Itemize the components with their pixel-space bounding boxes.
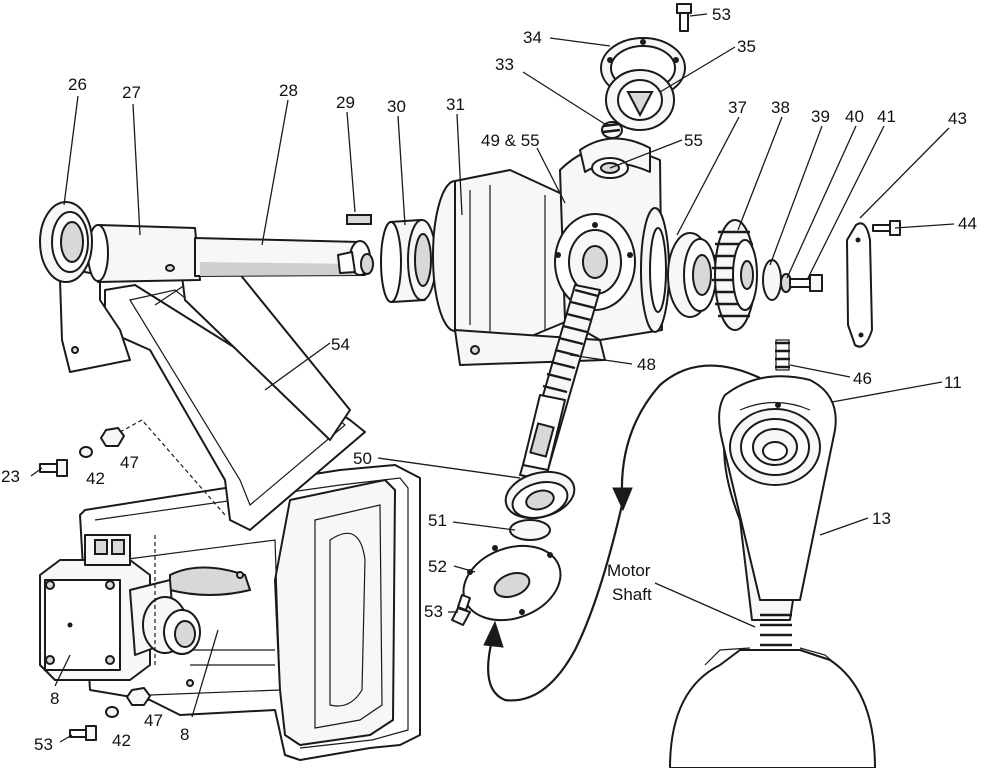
callout-47-a: 47 [120,453,139,472]
callout-44: 44 [958,214,977,233]
callout-11: 11 [944,373,962,392]
belt-routing-arrows [483,364,761,702]
callout-53-mid: 53 [424,602,443,621]
callout-53-bot: 53 [34,735,53,754]
callout-47-b: 47 [144,711,163,730]
callout-23: 23 [1,467,20,486]
leader-lines [30,13,955,743]
callout-55: 55 [684,131,703,150]
washer-51 [509,519,551,541]
drive-shaft [87,224,374,283]
washer-42-a [79,446,93,458]
bolt-23 [39,459,68,477]
washer-42-b [105,706,119,718]
gear-housing-31 [432,137,670,366]
oil-seal-26 [39,201,93,283]
callout-8-left: 8 [50,689,59,708]
callout-40: 40 [845,107,864,126]
bolt-41 [789,274,823,292]
callout-30: 30 [387,97,406,116]
callout-37: 37 [728,98,747,117]
motor-shaft-label-line1: Motor [607,561,651,580]
callout-41: 41 [877,107,896,126]
bolt-53-mid [451,594,471,626]
nut-47-a [100,427,125,447]
motor-shaft-label-line2: Shaft [612,585,652,604]
callout-51: 51 [428,511,447,530]
callout-50: 50 [353,449,372,468]
bolt-53-top [676,3,692,32]
callout-8-right: 8 [180,725,189,744]
callout-27: 27 [122,83,141,102]
key-29 [346,214,372,225]
callout-31: 31 [446,95,465,114]
callout-52: 52 [428,557,447,576]
bearing-35 [605,69,675,131]
callout-54: 54 [331,335,350,354]
bearing-50 [504,470,576,520]
callout-42-b: 42 [112,731,131,750]
callout-28: 28 [279,81,298,100]
washer-39 [762,259,782,301]
bolt-53-bot [69,725,97,741]
motor-assembly [39,534,201,681]
bearing-37 [667,232,717,318]
callout-35: 35 [737,37,756,56]
callout-34: 34 [523,28,542,47]
callout-38: 38 [771,98,790,117]
callout-42-a: 42 [86,469,105,488]
callout-39: 39 [811,107,830,126]
callout-29: 29 [336,93,355,112]
callout-26: 26 [68,75,87,94]
callout-labels: 26 27 28 29 30 31 34 35 53 33 49 & 55 55… [1,5,977,754]
pulley-cover-11 [718,375,837,601]
motor-housing [669,647,876,768]
motor-shaft-coil [760,613,792,647]
callout-46: 46 [853,369,872,388]
callout-13: 13 [872,509,891,528]
worm-gear-38 [712,219,758,331]
dashed-guide [119,419,226,516]
nut-47-b [126,687,151,706]
callout-43: 43 [948,109,967,128]
bolt-46 [775,339,790,371]
base-tray [79,464,421,761]
callout-33: 33 [495,55,514,74]
callout-49-55: 49 & 55 [481,131,540,150]
gasket-43 [846,222,873,348]
callout-53-top: 53 [712,5,731,24]
flange-plate-52 [462,544,562,622]
bearing-30 [380,219,437,303]
frame-arm [59,259,366,531]
callout-48: 48 [637,355,656,374]
